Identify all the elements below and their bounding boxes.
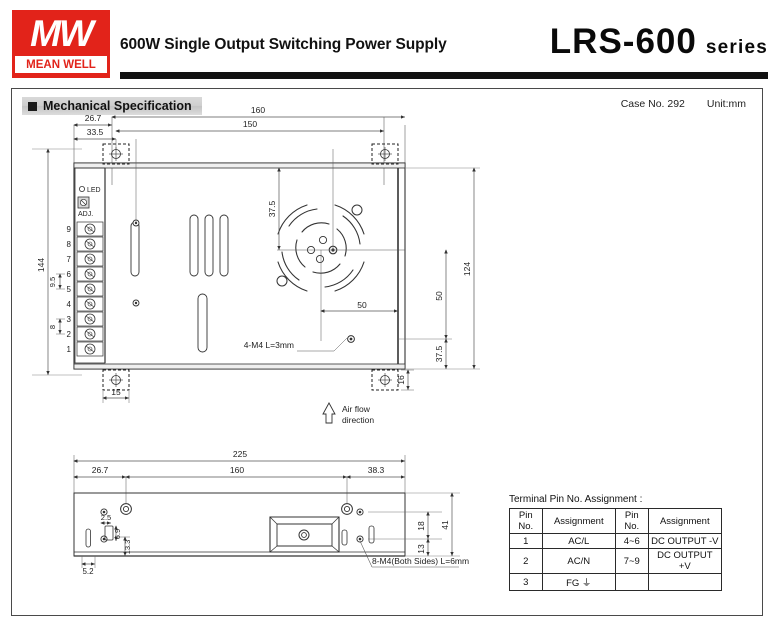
cell-assign-2: DC OUTPUT -V	[647, 533, 723, 549]
pin-number-labels: 9 8 7 6 5 4 3 2 1	[67, 225, 72, 354]
dim-26-7-top: 26.7	[85, 113, 102, 123]
cell-pin-1: 3	[509, 573, 543, 591]
dim-6-9: 6.9	[113, 529, 122, 539]
mechanical-drawing: 26.7 160 33.5 150 144	[32, 105, 480, 576]
dim-41: 41	[440, 520, 450, 530]
logo-mark: MW	[30, 13, 94, 54]
section-title-bar: Mechanical Specification	[22, 97, 202, 115]
dim-8: 8	[48, 325, 57, 329]
dim-9-5: 9.5	[48, 277, 57, 287]
dim-26-7-side: 26.7	[92, 465, 109, 475]
dim-50-v: 50	[434, 291, 444, 301]
cell-pin-1: 1	[509, 533, 543, 549]
case-info: Case No. 292 Unit:mm	[621, 98, 746, 110]
airflow-line-2: direction	[342, 415, 374, 425]
cell-assign-2	[647, 573, 723, 591]
dim-37-5-bottom: 37.5	[434, 345, 444, 362]
svg-text:6: 6	[67, 270, 72, 279]
mount-pad-bottom-right	[371, 369, 399, 391]
pin-assignment-table: Pin No. Assignment Pin No. Assignment 1 …	[509, 508, 723, 591]
dim-124: 124	[462, 262, 472, 276]
series-heading: LRS-600 series	[550, 22, 768, 62]
logo-nameplate: MEAN WELL	[15, 56, 107, 73]
case-number: Case No. 292	[620, 98, 685, 110]
mechanical-specification-panel: Mechanical Specification Case No. 292 Un…	[11, 88, 763, 616]
terminal-screws	[76, 221, 104, 357]
airflow-indicator: Air flow direction	[322, 402, 374, 425]
svg-text:8: 8	[67, 240, 72, 249]
table-row: 1 AC/L 4~6 DC OUTPUT -V	[509, 533, 723, 549]
svg-text:5: 5	[67, 285, 72, 294]
header-rule	[120, 72, 768, 79]
svg-text:1: 1	[67, 345, 72, 354]
dim-144: 144	[36, 258, 46, 272]
dim-15: 15	[111, 387, 121, 397]
product-subtitle: 600W Single Output Switching Power Suppl…	[120, 36, 447, 53]
dim-37-5-top: 37.5	[267, 200, 277, 217]
adj-label: ADJ.	[78, 211, 93, 218]
note-4-m4: 4-M4 L=3mm	[244, 340, 294, 350]
cell-pin-1: 2	[509, 548, 543, 574]
cell-pin-2: 4~6	[614, 533, 649, 549]
mount-pad-bottom-left	[102, 369, 130, 391]
meanwell-logo: MW MEAN WELL	[12, 10, 110, 78]
dim-50-h: 50	[357, 300, 367, 310]
cell-assign-1: AC/L	[541, 533, 616, 549]
col-pin-no-1: Pin No.	[509, 508, 543, 534]
dim-5-2: 5.2	[82, 567, 94, 576]
dim-160-side: 160	[230, 465, 244, 475]
svg-text:9: 9	[67, 225, 72, 234]
table-row: 2 AC/N 7~9 DC OUTPUT +V	[509, 548, 723, 574]
airflow-line-1: Air flow	[342, 404, 371, 414]
note-8-m4: 8-M4(Both Sides) L=6mm	[372, 556, 469, 566]
col-pin-no-2: Pin No.	[614, 508, 649, 534]
dim-150: 150	[243, 119, 257, 129]
dim-18: 18	[416, 521, 426, 531]
unit-label: Unit:mm	[706, 98, 746, 110]
pin-table-title: Terminal Pin No. Assignment :	[509, 494, 643, 505]
dim-13: 13	[416, 544, 426, 554]
section-title-text: Mechanical Specification	[43, 99, 192, 113]
dim-16: 16	[396, 375, 406, 385]
cell-pin-2: 7~9	[614, 548, 649, 574]
page-header: MW MEAN WELL 600W Single Output Switchin…	[0, 0, 774, 86]
dim-160-top: 160	[251, 105, 265, 115]
svg-text:2: 2	[67, 330, 72, 339]
dim-2-5: 2.5	[101, 513, 111, 522]
logo-name-text: MEAN WELL	[26, 58, 96, 71]
dim-33-5: 33.5	[87, 127, 104, 137]
cell-assign-1: FG ⏚	[541, 573, 616, 591]
cell-assign-1: AC/N	[541, 548, 616, 574]
side-recess	[269, 516, 340, 553]
side-countersunk-screws	[120, 503, 353, 515]
series-model: LRS-600	[549, 22, 697, 61]
svg-text:7: 7	[67, 255, 72, 264]
col-assignment-2: Assignment	[647, 508, 723, 534]
col-assignment-1: Assignment	[541, 508, 616, 534]
side-m4-holes	[100, 508, 364, 543]
dim-225: 225	[233, 449, 247, 459]
mount-pad-top-right	[371, 143, 399, 165]
section-bullet-icon	[28, 101, 37, 111]
table-row: 3 FG ⏚	[509, 573, 723, 591]
svg-text:3: 3	[67, 315, 72, 324]
terminal-pin-assignment: Terminal Pin No. Assignment : Pin No. As…	[509, 494, 749, 591]
dim-13-3: 13.3	[123, 540, 132, 555]
table-header-row: Pin No. Assignment Pin No. Assignment	[509, 508, 723, 534]
svg-text:4: 4	[67, 300, 72, 309]
vent-slots	[130, 214, 229, 353]
cell-assign-2: DC OUTPUT +V	[647, 548, 723, 574]
series-word: series	[705, 37, 768, 58]
dim-38-3: 38.3	[368, 465, 385, 475]
cell-pin-2	[614, 573, 649, 591]
led-label: LED	[87, 187, 101, 194]
